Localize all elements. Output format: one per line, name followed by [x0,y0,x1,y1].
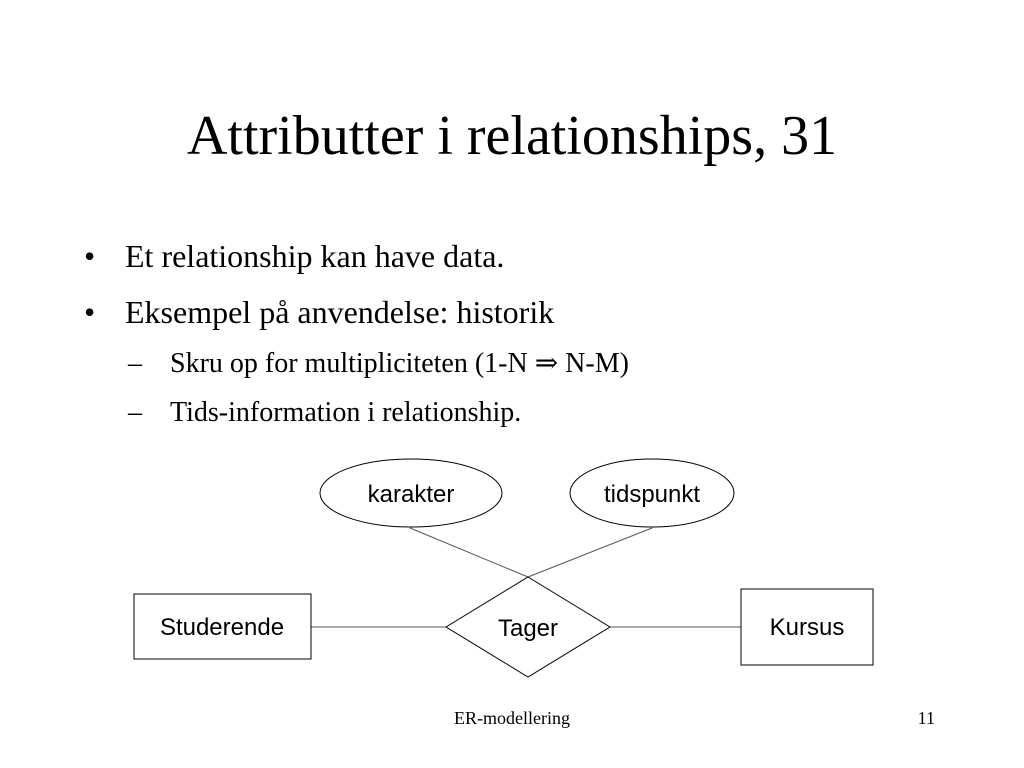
connector-line [527,527,653,578]
attribute-karakter: karakter [319,458,503,528]
relationship-label: Tager [498,615,558,642]
attribute-label: tidspunkt [604,481,700,508]
entity-box [740,588,874,666]
entity-label: Studerende [160,614,284,641]
sub-bullet-text: Tids-information i relationship. [170,397,522,428]
bullet-text: Eksempel på anvendelse: historik [125,294,555,330]
bullet-text: Et relationship kan have data. [125,238,505,274]
page-number: 11 [917,708,935,728]
slide-title: Attributter i relationships, 31 [186,105,838,167]
sub-bullet-marker: – [128,348,142,379]
connector-line [409,527,529,578]
entity-label: Kursus [770,614,845,641]
bullet-marker: • [84,294,96,330]
sub-bullet-marker: – [128,397,142,428]
footer-title: ER-modellering [454,708,570,728]
relationship-tager: Tager [445,576,611,678]
attribute-tidspunkt: tidspunkt [569,458,735,528]
entity-studerende: Studerende [133,593,312,660]
entity-box [133,593,312,660]
entity-kursus: Kursus [740,588,874,666]
attribute-ellipse [319,458,503,528]
attribute-ellipse [569,458,735,528]
relationship-diamond [445,576,611,678]
attribute-label: karakter [368,481,455,508]
sub-bullet-text: Skru op for multipliciteten (1-N ⇒ N-M) [170,348,629,379]
bullet-marker: • [84,238,96,274]
